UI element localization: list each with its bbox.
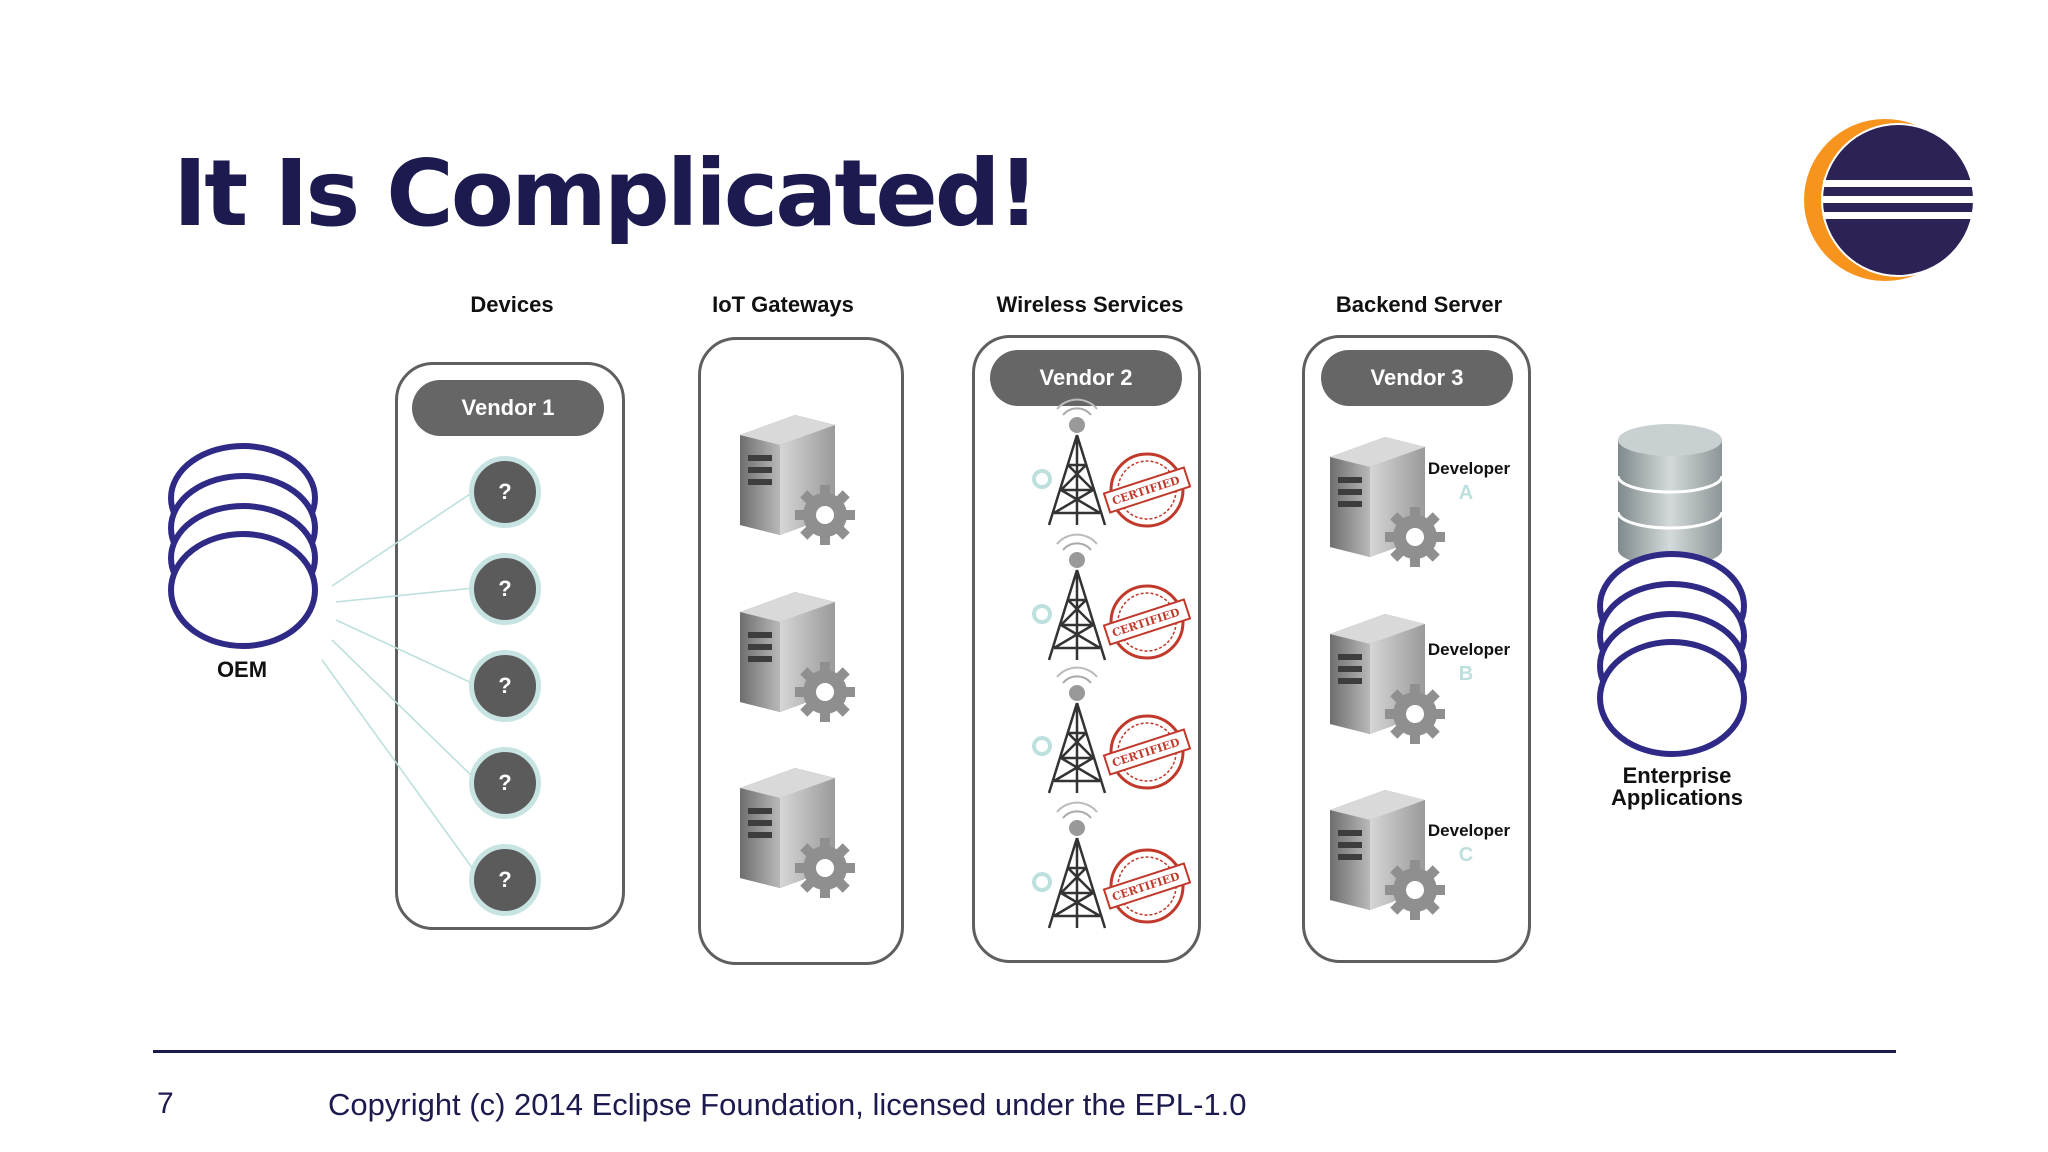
copyright-notice: Copyright (c) 2014 Eclipse Foundation, l… xyxy=(328,1087,1247,1122)
oem-label: OEM xyxy=(216,657,268,682)
footer-divider xyxy=(153,1050,1896,1053)
column-label-backend: Backend Server xyxy=(1335,292,1503,317)
device-unknown-3: ? xyxy=(469,650,541,722)
enterprise-label-line-1: Enterprise xyxy=(1622,763,1732,788)
column-label-devices: Devices xyxy=(470,292,554,317)
oem-stack xyxy=(171,446,315,646)
developer-a-label: Developer xyxy=(1427,459,1511,478)
vendor-2-badge: Vendor 2 xyxy=(990,350,1182,406)
column-label-wireless: Wireless Services xyxy=(996,292,1184,317)
device-unknown-1: ? xyxy=(469,456,541,528)
gateways-panel xyxy=(698,337,904,965)
developer-a-letter: A xyxy=(1458,482,1474,504)
device-unknown-2: ? xyxy=(469,553,541,625)
vendor-1-badge: Vendor 1 xyxy=(412,380,604,436)
developer-c-label: Developer xyxy=(1427,821,1511,840)
slide-title: It Is Complicated! xyxy=(173,140,1040,247)
page-number: 7 xyxy=(157,1087,174,1120)
developer-c-letter: C xyxy=(1458,844,1474,866)
wireless-panel xyxy=(972,335,1201,963)
device-unknown-5: ? xyxy=(469,844,541,916)
vendor-3-badge: Vendor 3 xyxy=(1321,350,1513,406)
developer-b-label: Developer xyxy=(1427,640,1511,659)
enterprise-label: Enterprise Applications xyxy=(1592,765,1762,809)
device-unknown-4: ? xyxy=(469,747,541,819)
enterprise-stack xyxy=(1600,554,1744,754)
enterprise-label-line-2: Applications xyxy=(1610,785,1743,810)
column-label-gateways: IoT Gateways xyxy=(712,292,854,317)
database-icon xyxy=(1616,424,1724,566)
developer-b-letter: B xyxy=(1458,663,1474,685)
